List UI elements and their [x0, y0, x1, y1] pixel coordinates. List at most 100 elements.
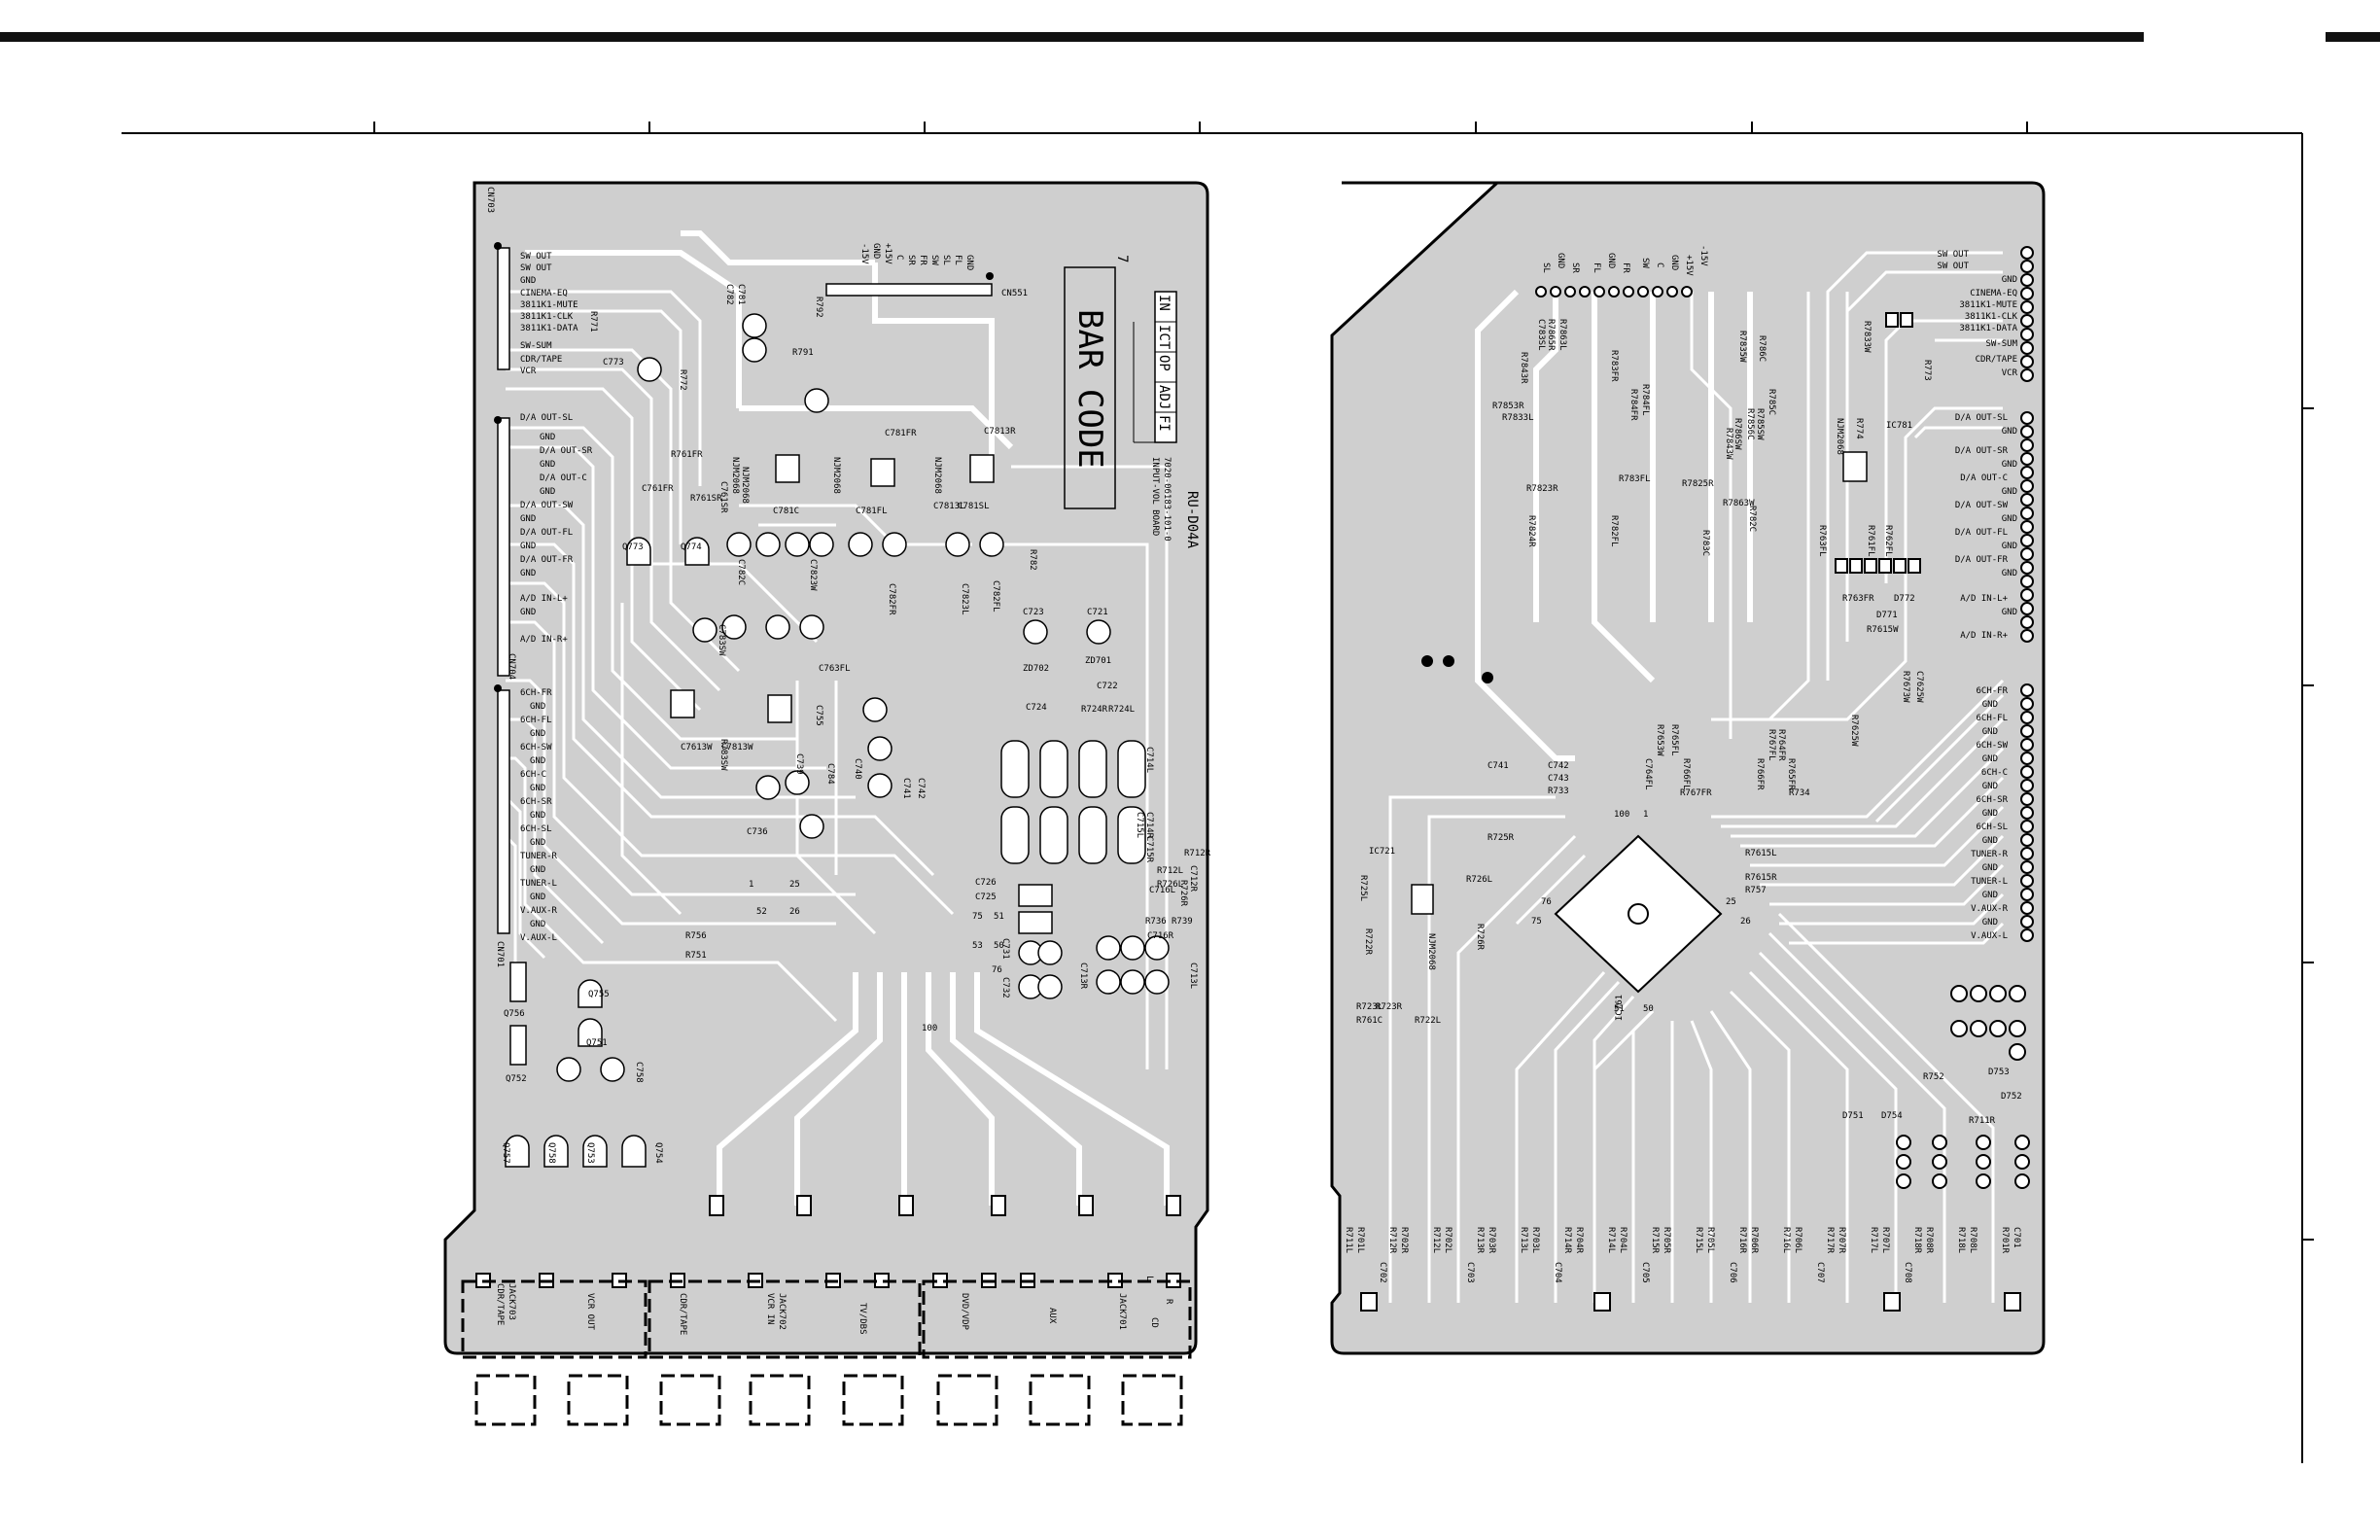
svg-text:R7673W: R7673W — [1901, 671, 1910, 703]
ic-njm2068-right-1 — [1842, 451, 1868, 482]
svg-text:SW OUT: SW OUT — [1937, 250, 1969, 260]
svg-text:R784FL: R784FL — [1640, 384, 1650, 416]
svg-text:GND: GND — [530, 756, 545, 766]
svg-text:FL: FL — [953, 255, 962, 265]
svg-text:R726R: R726R — [1178, 880, 1188, 907]
ic-njm2068-5 — [767, 694, 792, 723]
right-mid-signal-list: D/A OUT-SL GND D/A OUT-SR GND D/A OUT-C … — [1955, 413, 2017, 641]
svg-text:R711R: R711R — [1969, 1116, 1996, 1126]
connector-cn703-label: CN703 — [485, 187, 495, 213]
svg-text:R734: R734 — [1789, 788, 1810, 798]
svg-text:C713R: C713R — [1078, 962, 1088, 990]
svg-text:R715L: R715L — [1694, 1227, 1703, 1253]
svg-text:CDR/TAPE: CDR/TAPE — [495, 1283, 505, 1325]
svg-text:NJM2068: NJM2068 — [740, 467, 750, 504]
svg-text:ZD702: ZD702 — [1023, 664, 1049, 674]
right-bottom-signal-list: 6CH-FR GND 6CH-FL GND 6CH-SW GND 6CH-C G… — [1971, 686, 2009, 941]
svg-text:C764FL: C764FL — [1643, 758, 1653, 790]
svg-text:C743: C743 — [1548, 774, 1569, 784]
svg-text:C763FL: C763FL — [819, 664, 851, 674]
connector-cn703-strip — [497, 247, 510, 370]
svg-text:R716L: R716L — [1781, 1227, 1791, 1253]
svg-text:A/D IN-R+: A/D IN-R+ — [520, 635, 568, 645]
svg-text:ICT: ICT — [1156, 325, 1172, 350]
svg-text:C784: C784 — [825, 763, 835, 785]
svg-text:R702R: R702R — [1399, 1227, 1409, 1254]
svg-text:R767FL: R767FL — [1767, 729, 1776, 761]
svg-text:R7615R: R7615R — [1745, 873, 1777, 883]
svg-text:52: 52 — [756, 907, 767, 917]
svg-text:D752: D752 — [2001, 1092, 2022, 1102]
svg-text:R783FL: R783FL — [1619, 474, 1651, 484]
svg-text:R7853R: R7853R — [1492, 402, 1524, 411]
svg-text:R722R: R722R — [1363, 928, 1373, 956]
svg-text:R7843R: R7843R — [1519, 352, 1528, 384]
svg-text:C731: C731 — [1000, 938, 1010, 960]
svg-text:R764FR: R764FR — [1776, 729, 1786, 761]
svg-text:6CH-FL: 6CH-FL — [1976, 714, 2008, 723]
svg-text:6CH-SR: 6CH-SR — [1976, 795, 2008, 805]
svg-text:FI: FI — [1156, 415, 1172, 432]
svg-text:C781FL: C781FL — [856, 507, 888, 516]
svg-text:R792: R792 — [814, 297, 823, 318]
svg-text:R7823R: R7823R — [1526, 484, 1558, 494]
svg-text:R701L: R701L — [1355, 1227, 1365, 1253]
svg-text:C713L: C713L — [1188, 962, 1198, 989]
svg-text:-15V: -15V — [1698, 245, 1708, 266]
svg-text:R713R: R713R — [1475, 1227, 1485, 1254]
svg-text:C723: C723 — [1023, 608, 1044, 617]
svg-text:R717L: R717L — [1869, 1227, 1878, 1253]
svg-text:R783C: R783C — [1700, 530, 1710, 556]
svg-text:R785C: R785C — [1767, 389, 1776, 415]
svg-text:GND: GND — [520, 542, 536, 551]
svg-text:GND: GND — [520, 569, 536, 578]
svg-text:R761FR: R761FR — [671, 450, 703, 460]
svg-text:C782FR: C782FR — [887, 583, 896, 615]
svg-text:R715R: R715R — [1650, 1227, 1660, 1254]
svg-text:C7813R: C7813R — [984, 427, 1016, 437]
svg-text:L: L — [1144, 1276, 1154, 1280]
right-board-traces — [1388, 251, 2005, 1303]
svg-text:51: 51 — [1614, 1004, 1625, 1014]
svg-text:C714R: C714R — [1144, 812, 1154, 839]
svg-text:R736: R736 — [1145, 917, 1167, 927]
connector-cn704-strip — [497, 417, 510, 677]
svg-text:Q754: Q754 — [653, 1142, 663, 1164]
svg-text:6CH-C: 6CH-C — [520, 770, 546, 780]
svg-text:R762FL: R762FL — [1883, 525, 1893, 557]
svg-text:R711L: R711L — [1344, 1227, 1353, 1253]
svg-text:C721: C721 — [1087, 608, 1108, 617]
svg-text:51: 51 — [994, 912, 1004, 922]
svg-text:R722L: R722L — [1415, 1016, 1441, 1026]
right-top-signal-list: SW OUT SW OUT GND CINEMA-EQ 3811K1-MUTE … — [1937, 250, 2017, 378]
svg-text:TV/DBS: TV/DBS — [858, 1303, 867, 1335]
svg-text:R782FL: R782FL — [1609, 515, 1619, 547]
svg-text:R7625W: R7625W — [1849, 715, 1859, 747]
svg-text:ZD701: ZD701 — [1085, 656, 1111, 666]
svg-text:R765FR: R765FR — [1786, 758, 1796, 790]
svg-text:C724: C724 — [1026, 703, 1047, 713]
svg-text:NJM2068: NJM2068 — [730, 457, 740, 494]
ic-njm2068-2 — [870, 458, 895, 487]
svg-text:3811K1-MUTE: 3811K1-MUTE — [520, 300, 578, 310]
svg-text:R786SW: R786SW — [1732, 418, 1742, 450]
svg-text:C781: C781 — [736, 284, 746, 305]
ic-njm2068-4 — [670, 689, 695, 718]
svg-text:CDR/TAPE: CDR/TAPE — [1976, 355, 2017, 365]
svg-text:C758: C758 — [634, 1062, 644, 1083]
svg-text:R783SW: R783SW — [718, 739, 728, 771]
svg-text:SW: SW — [1640, 258, 1650, 268]
svg-text:GND: GND — [530, 811, 545, 821]
svg-text:C741: C741 — [1488, 761, 1509, 771]
svg-text:C7823L: C7823L — [960, 583, 969, 615]
svg-text:R7825R: R7825R — [1682, 479, 1714, 489]
svg-text:OP: OP — [1156, 355, 1172, 371]
svg-text:R7843W: R7843W — [1724, 428, 1733, 460]
svg-text:R717R: R717R — [1825, 1227, 1835, 1254]
svg-text:DVD/VDP: DVD/VDP — [960, 1293, 969, 1331]
left-bottom-signal-list: 6CH-FR GND 6CH-FL GND 6CH-SW GND 6CH-C G… — [520, 688, 558, 943]
svg-text:GND: GND — [1982, 836, 1998, 846]
svg-text:R716R: R716R — [1737, 1227, 1747, 1254]
svg-text:VCR OUT: VCR OUT — [585, 1293, 595, 1331]
